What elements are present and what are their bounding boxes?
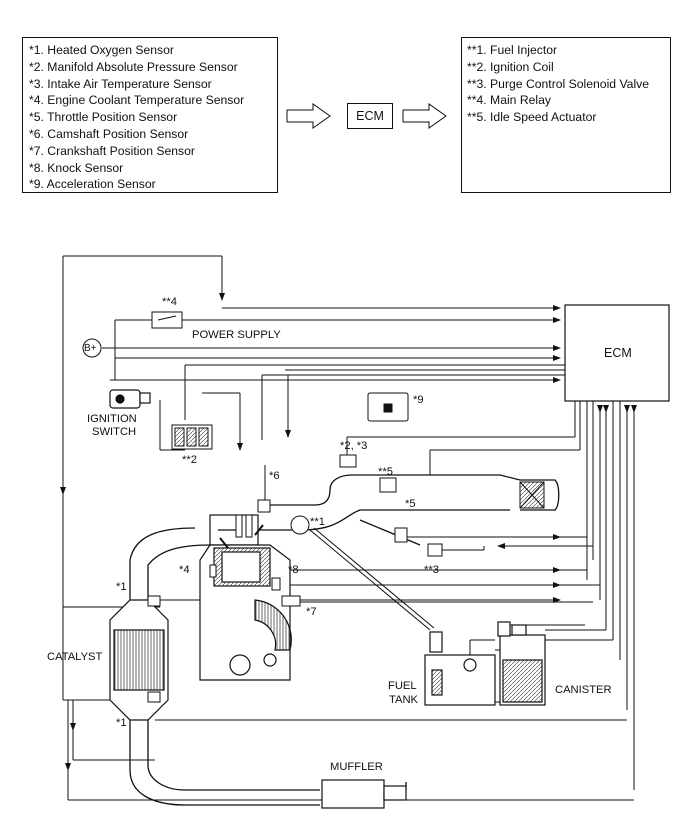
ecm-block bbox=[564, 304, 670, 402]
purge-valve-body bbox=[427, 543, 443, 557]
fuel-tank-label-1: FUEL bbox=[388, 680, 417, 692]
injector-body bbox=[290, 515, 310, 535]
purge-valve-label: **3 bbox=[424, 564, 439, 576]
o2-sensor-upper bbox=[147, 595, 161, 607]
throttle-sensor-body bbox=[394, 527, 408, 543]
o2-upper-label: *1 bbox=[116, 581, 127, 593]
ignition-switch-body bbox=[109, 389, 151, 409]
canister-label: CANISTER bbox=[555, 684, 612, 696]
spark-plugs bbox=[219, 514, 264, 549]
catalyst-body bbox=[109, 599, 169, 721]
accel-sensor-label: *9 bbox=[413, 394, 424, 406]
main-relay bbox=[151, 311, 183, 329]
engine bbox=[199, 514, 292, 681]
muffler-label: MUFFLER bbox=[330, 761, 383, 773]
main-relay-label: **4 bbox=[162, 296, 177, 308]
sensor-item: *6. Camshaft Position Sensor bbox=[29, 126, 189, 141]
actuator-item: **3. Purge Control Solenoid Valve bbox=[467, 76, 650, 91]
accel-sensor-body bbox=[367, 392, 409, 422]
canister-body bbox=[497, 621, 546, 706]
cam-sensor-label: *6 bbox=[269, 470, 280, 482]
actuator-legend-box bbox=[461, 37, 671, 193]
ignition-coil-body bbox=[171, 424, 213, 450]
ignition-switch-label-2: SWITCH bbox=[92, 426, 137, 438]
cam-sensor-body bbox=[257, 499, 271, 513]
exhaust-pipe bbox=[129, 527, 407, 806]
idle-actuator-body bbox=[379, 477, 397, 493]
muffler-body bbox=[321, 779, 407, 809]
battery-label: B+ bbox=[84, 343, 97, 354]
sensor-item: *4. Engine Coolant Temperature Sensor bbox=[29, 93, 245, 108]
actuator-item: **5. Idle Speed Actuator bbox=[467, 110, 597, 125]
ecm-flow-box: ECM bbox=[347, 103, 393, 129]
idle-actuator-label: **5 bbox=[378, 466, 393, 478]
o2-lower-label: *1 bbox=[116, 717, 127, 729]
catalyst-label: CATALYST bbox=[47, 651, 103, 663]
knock-sensor-label: *8 bbox=[288, 564, 299, 576]
map-iat-label: *2, *3 bbox=[340, 440, 368, 452]
coolant-sensor-label: *4 bbox=[179, 564, 190, 576]
fuel-tank-label-2: TANK bbox=[389, 694, 419, 706]
sensor-legend-box bbox=[22, 37, 278, 193]
wiring bbox=[60, 255, 637, 803]
sensor-list: *1. Heated Oxygen Sensor *2. Manifold Ab… bbox=[29, 42, 244, 193]
fuel-tank-body bbox=[424, 631, 496, 706]
actuator-item: **1. Fuel Injector bbox=[467, 43, 558, 57]
ignition-coil-label: **2 bbox=[182, 454, 197, 466]
air-cleaner bbox=[519, 481, 545, 509]
map-sensor-body bbox=[339, 454, 357, 468]
sensor-item: *1. Heated Oxygen Sensor bbox=[29, 43, 174, 57]
o2-sensor-lower bbox=[147, 691, 161, 703]
sensor-item: *5. Throttle Position Sensor bbox=[29, 110, 178, 125]
flow-arrow-right bbox=[402, 103, 447, 129]
ignition-switch-label-1: IGNITION bbox=[87, 413, 137, 425]
flow-arrow-left bbox=[286, 103, 331, 129]
sensor-item: *9. Acceleration Sensor bbox=[29, 177, 156, 192]
sensor-item: *7. Crankshaft Position Sensor bbox=[29, 143, 195, 158]
throttle-sensor-label: *5 bbox=[405, 498, 416, 510]
crank-sensor-body bbox=[281, 595, 301, 607]
actuator-list: **1. Fuel Injector **2. Ignition Coil **… bbox=[467, 42, 649, 126]
sensor-item: *8. Knock Sensor bbox=[29, 160, 124, 175]
injector-label: **1 bbox=[310, 516, 325, 528]
power-supply-label: POWER SUPPLY bbox=[192, 329, 281, 341]
ecm-label: ECM bbox=[604, 346, 632, 360]
battery-symbol bbox=[82, 338, 102, 358]
sensor-item: *2. Manifold Absolute Pressure Sensor bbox=[29, 59, 238, 74]
actuator-item: **4. Main Relay bbox=[467, 93, 551, 108]
knock-sensor-body bbox=[271, 577, 281, 591]
coolant-sensor-body bbox=[209, 564, 217, 578]
sensor-item: *3. Intake Air Temperature Sensor bbox=[29, 76, 212, 91]
crank-sensor-label: *7 bbox=[306, 606, 317, 618]
actuator-item: **2. Ignition Coil bbox=[467, 59, 554, 74]
